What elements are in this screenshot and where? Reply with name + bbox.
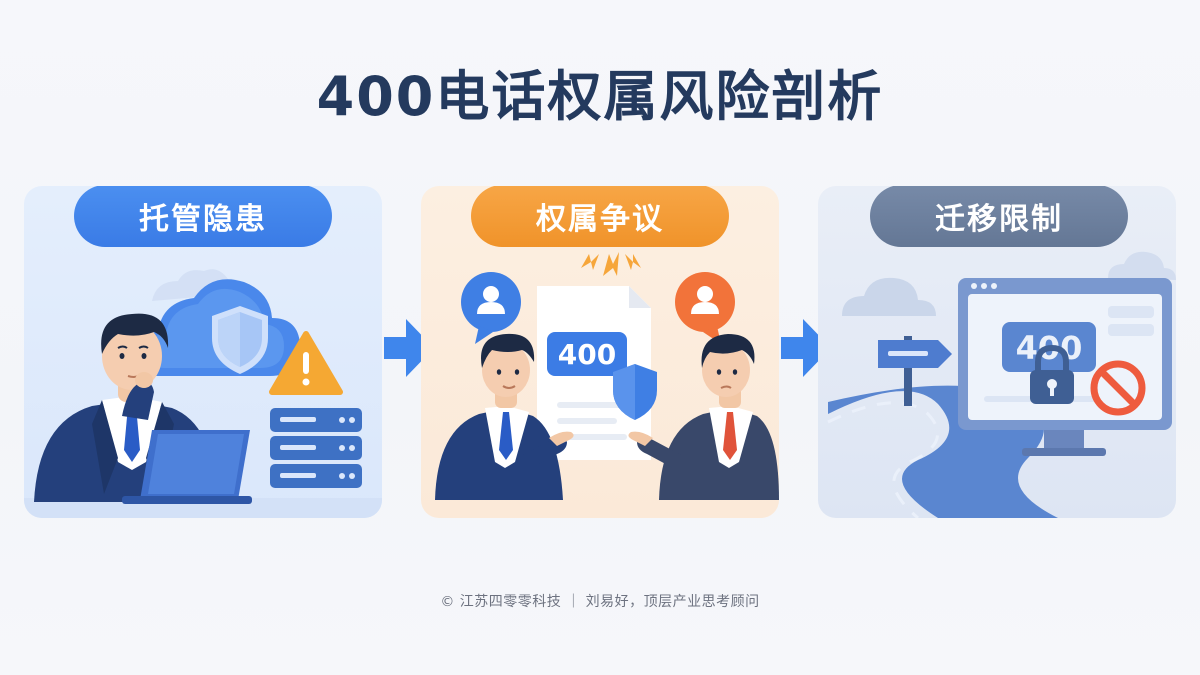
businessman-left-figure — [435, 333, 574, 500]
forbidden-icon — [1090, 360, 1146, 416]
user-bubble-icon — [675, 272, 735, 344]
migration-limit-illustration: 400 — [827, 251, 1176, 518]
lightning-icon — [581, 252, 641, 276]
shield-icon — [613, 364, 657, 420]
arrow-right-icon — [384, 319, 434, 377]
panel-hosting-risk: 托管隐患 — [24, 186, 382, 518]
ownership-dispute-label: 权属争议 — [471, 186, 729, 247]
copyright-footer: © 江苏四零零科技 ｜ 刘易好，顶层产业思考顾问 — [440, 594, 760, 610]
page-title: 400电话权属风险剖析 — [316, 65, 884, 128]
businessman-right-figure — [628, 334, 779, 500]
laptop-icon — [122, 430, 252, 504]
number-badge-text: 400 — [558, 338, 616, 371]
arrow-right-icon — [781, 319, 831, 377]
signpost-icon — [878, 336, 952, 406]
user-bubble-icon — [461, 272, 521, 344]
panel-migration-limit: 400 迁移限制 — [818, 186, 1176, 518]
warning-icon — [269, 331, 343, 395]
ownership-dispute-illustration: 400 — [435, 252, 779, 500]
hosting-risk-illustration — [24, 269, 382, 518]
number-badge — [547, 332, 627, 376]
migration-limit-label: 迁移限制 — [870, 186, 1128, 247]
hosting-risk-label: 托管隐患 — [74, 186, 332, 247]
shield-icon — [212, 306, 268, 374]
server-icon — [270, 408, 362, 488]
lock-icon — [1030, 344, 1074, 404]
panel-ownership-dispute: 400 — [421, 186, 779, 518]
